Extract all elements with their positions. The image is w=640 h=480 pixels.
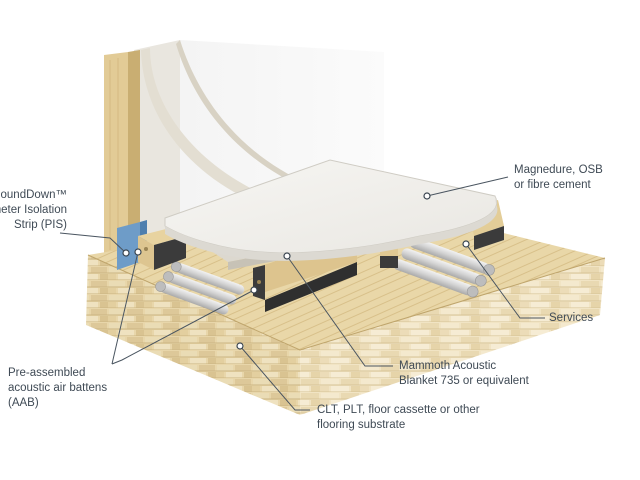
label-line: Magnedure, OSB — [514, 164, 603, 176]
label-line: Blanket 735 or equivalent — [399, 375, 529, 387]
leader-blanket — [286, 255, 393, 367]
label-acoustic-air-battens: Pre-assembled acoustic air battens (AAB) — [8, 366, 107, 411]
label-services: Services — [549, 311, 593, 326]
leader-pis — [59, 232, 127, 254]
leader-board — [426, 176, 509, 197]
leader-services — [465, 243, 545, 319]
leader-lines — [59, 176, 545, 411]
label-line: Pre-assembled — [8, 367, 86, 379]
label-acoustic-blanket: Mammoth Acoustic Blanket 735 or equivale… — [399, 359, 529, 389]
plasterboard-curve — [141, 48, 330, 225]
label-line: or fibre cement — [514, 179, 591, 191]
floor-board — [164, 159, 498, 261]
services-pipes-left — [155, 261, 245, 315]
label-line: (AAB) — [8, 397, 39, 409]
label-floor-board: Magnedure, OSB or fibre cement — [514, 163, 603, 193]
label-line: SoundDown™ — [0, 189, 67, 201]
label-line: acoustic air battens — [8, 382, 108, 394]
label-line: Services — [549, 312, 594, 324]
label-perimeter-isolation-strip: SoundDown™ Perimeter Isolation Strip (PI… — [0, 188, 67, 233]
timber-stud — [104, 50, 140, 258]
leader-battens-b — [111, 289, 255, 365]
leader-dots — [122, 192, 470, 350]
label-line: Perimeter Isolation — [0, 204, 67, 216]
label-line: Mammoth Acoustic — [399, 360, 497, 372]
label-line: Strip (PIS) — [13, 219, 67, 231]
leader-battens-a — [111, 251, 139, 365]
label-line: CLT, PLT, floor cassette or other — [317, 404, 480, 416]
leader-substrate — [239, 345, 310, 411]
label-line: flooring substrate — [317, 419, 406, 431]
label-flooring-substrate: CLT, PLT, floor cassette or other floori… — [317, 403, 480, 433]
